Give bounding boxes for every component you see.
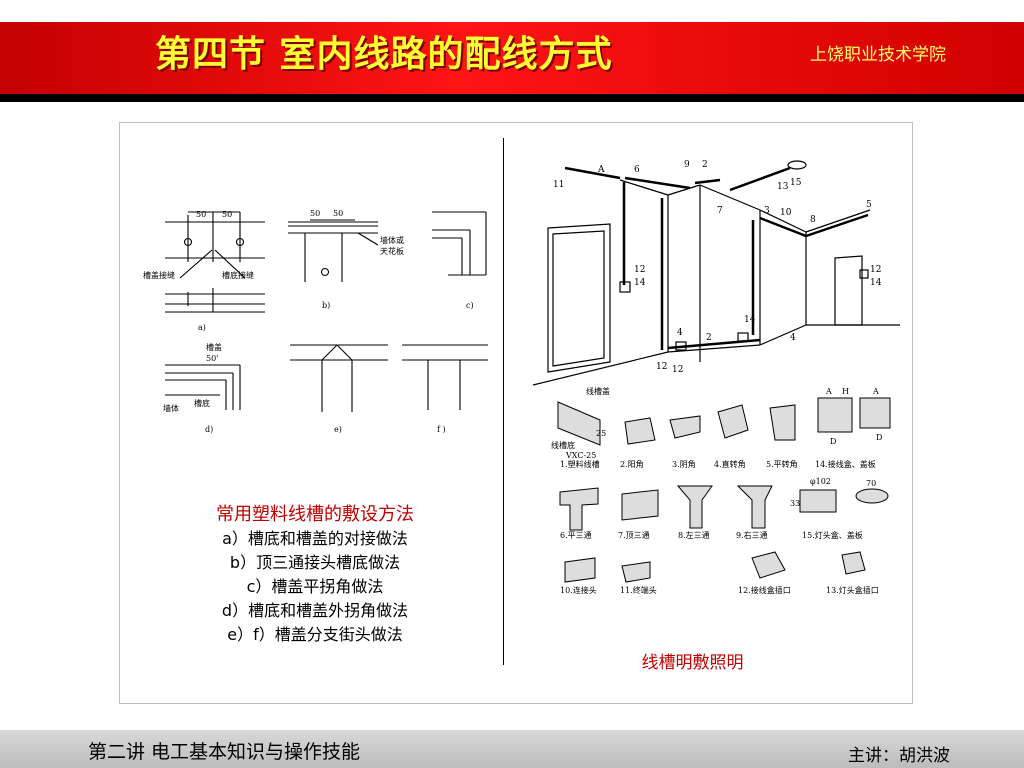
school-name: 上饶职业技术学院 <box>810 45 946 65</box>
caption-heading: 常用塑料线槽的敷设方法 <box>216 504 414 525</box>
caption-line: b）顶三通接头槽底做法 <box>229 553 401 572</box>
header-underline <box>0 94 1024 102</box>
wiring-caption: 线槽明敷照明 <box>641 653 744 673</box>
header-bar <box>0 22 1024 94</box>
caption-line: d）槽底和槽盖外拐角做法 <box>221 601 409 620</box>
caption-line: e）f）槽盖分支街头做法 <box>227 625 403 644</box>
footer-bar <box>0 730 1024 768</box>
laying-method-caption: 常用塑料线槽的敷设方法 a）槽底和槽盖的对接做法 b）顶三通接头槽底做法 c）槽… <box>140 503 490 647</box>
lecture-title: 第二讲 电工基本知识与操作技能 <box>88 741 361 763</box>
caption-line: a）槽底和槽盖的对接做法 <box>222 529 408 548</box>
vertical-divider <box>503 138 504 665</box>
page-title: 第四节 室内线路的配线方式 <box>155 34 613 75</box>
speaker-name: 主讲：胡洪波 <box>848 746 950 766</box>
caption-line: c）槽盖平拐角做法 <box>246 577 384 596</box>
